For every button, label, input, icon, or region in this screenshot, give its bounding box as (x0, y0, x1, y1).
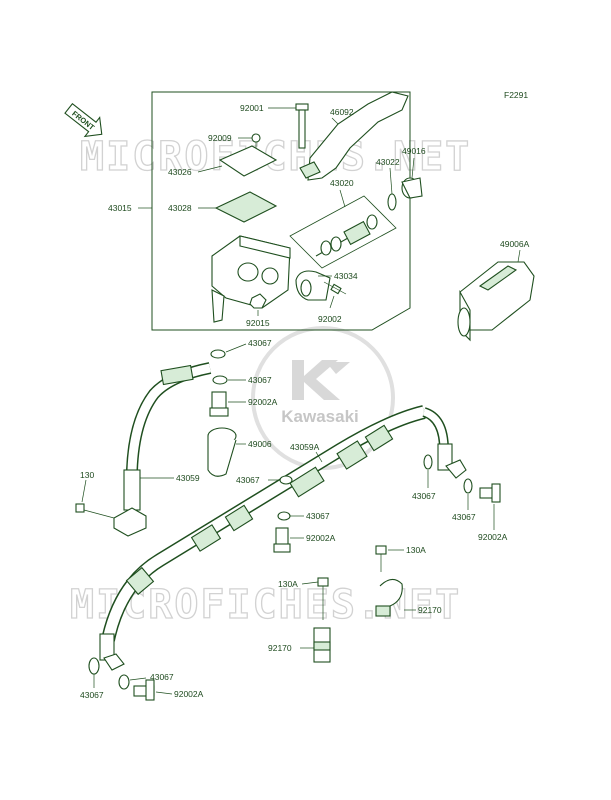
part-43067-washer-g (88, 657, 100, 675)
part-43067-washer-e (423, 454, 433, 470)
label-92170-b: 92170 (268, 643, 292, 653)
part-49006A-cover (457, 261, 535, 342)
part-43020-piston (315, 214, 378, 257)
label-43015: 43015 (108, 203, 132, 213)
part-43059-upper-hose (113, 362, 212, 537)
part-92170-clamp-b (313, 627, 331, 663)
part-92002A-bolt-a (209, 391, 229, 417)
part-130-bolt (75, 503, 115, 519)
label-43067-d: 43067 (306, 511, 330, 521)
part-43067-washer-d (277, 511, 291, 521)
label-43067-f: 43067 (452, 512, 476, 522)
label-43020: 43020 (330, 178, 354, 188)
part-46092-lever (299, 91, 409, 181)
label-92170-a: 92170 (418, 605, 442, 615)
part-43067-washer-f (463, 478, 473, 494)
part-43067-washer-b (212, 375, 228, 385)
label-92002A-d: 92002A (174, 689, 204, 699)
label-92001: 92001 (240, 103, 264, 113)
label-43022: 43022 (376, 157, 400, 167)
label-92015: 92015 (246, 318, 270, 328)
part-49016-boot (401, 177, 423, 199)
label-43028: 43028 (168, 203, 192, 213)
part-43067-washer-a (210, 349, 226, 359)
part-92015-nut (249, 293, 267, 309)
part-banjo-fitting (113, 507, 147, 537)
part-43020-kit-box (289, 195, 397, 269)
label-43067-g: 43067 (150, 672, 174, 682)
label-92002A-a: 92002A (248, 397, 278, 407)
label-43067-a: 43067 (248, 338, 272, 348)
part-92170-clamp-a (375, 578, 403, 617)
label-92002A-c: 92002A (478, 532, 508, 542)
part-43022-circlip (387, 193, 397, 211)
label-43059A: 43059A (290, 442, 320, 452)
label-43059: 43059 (176, 473, 200, 483)
label-130A-a: 130A (406, 545, 426, 555)
part-43026-cap (218, 145, 278, 177)
label-130: 130 (80, 470, 94, 480)
part-92002A-bolt-b (273, 527, 291, 553)
part-43067-washer-h (118, 674, 130, 690)
label-49006: 49006 (248, 439, 272, 449)
part-banjo-right (445, 459, 467, 479)
part-43067-washer-c (279, 475, 293, 485)
watermark-top: MICROFICHES.NET (80, 134, 471, 180)
label-43067-c: 43067 (236, 475, 260, 485)
label-92009: 92009 (208, 133, 232, 143)
part-master-cylinder-body (211, 235, 291, 323)
part-92002-bolt (323, 281, 347, 295)
label-49006A: 49006A (500, 239, 530, 249)
part-130A-bolt-a (375, 545, 387, 572)
part-43028-diaphragm (214, 191, 278, 223)
part-92001-bolt (295, 103, 309, 149)
label-49016: 49016 (402, 146, 426, 156)
label-43067-b: 43067 (248, 375, 272, 385)
label-130A-b: 130A (278, 579, 298, 589)
label-43067-h: 43067 (80, 690, 104, 700)
label-43026: 43026 (168, 167, 192, 177)
part-banjo-left (103, 653, 125, 671)
part-49006-cover (207, 427, 237, 477)
label-46092: 46092 (330, 107, 354, 117)
label-43067-e: 43067 (412, 491, 436, 501)
kawasaki-brand-text: Kawasaki (281, 407, 359, 426)
label-43034: 43034 (334, 271, 358, 281)
part-43059A-lower-hose (99, 405, 467, 671)
part-92002A-bolt-d (133, 679, 155, 701)
diagram-code: F2291 (504, 90, 528, 100)
part-92002A-bolt-c (479, 483, 501, 503)
part-43034-clamp (295, 270, 331, 301)
label-92002: 92002 (318, 314, 342, 324)
assembly-box (151, 91, 411, 331)
label-92002A-b: 92002A (306, 533, 336, 543)
